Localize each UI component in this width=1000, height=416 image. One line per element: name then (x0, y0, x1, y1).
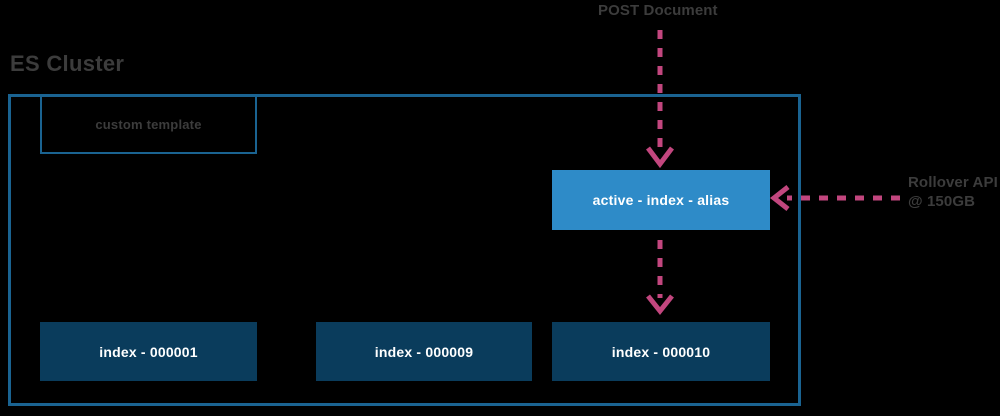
page-title: ES Cluster (10, 51, 125, 76)
active-index-alias-label: active - index - alias (592, 192, 730, 208)
rollover-api-label: Rollover API @ 150GB (908, 174, 998, 211)
index-box-label: index - 000010 (611, 343, 711, 360)
es-cluster-container (8, 94, 801, 406)
index-box[interactable]: index - 000009 (316, 322, 532, 381)
custom-template-label: custom template (95, 116, 202, 132)
custom-template-box[interactable]: custom template (40, 94, 257, 154)
index-box-label: index - 000009 (374, 343, 474, 360)
index-box[interactable]: index - 000010 (552, 322, 770, 381)
post-document-label: POST Document (598, 2, 718, 19)
index-box-label: index - 000001 (99, 343, 198, 360)
active-index-alias-box[interactable]: active - index - alias (552, 170, 770, 230)
index-box[interactable]: index - 000001 (40, 322, 257, 381)
